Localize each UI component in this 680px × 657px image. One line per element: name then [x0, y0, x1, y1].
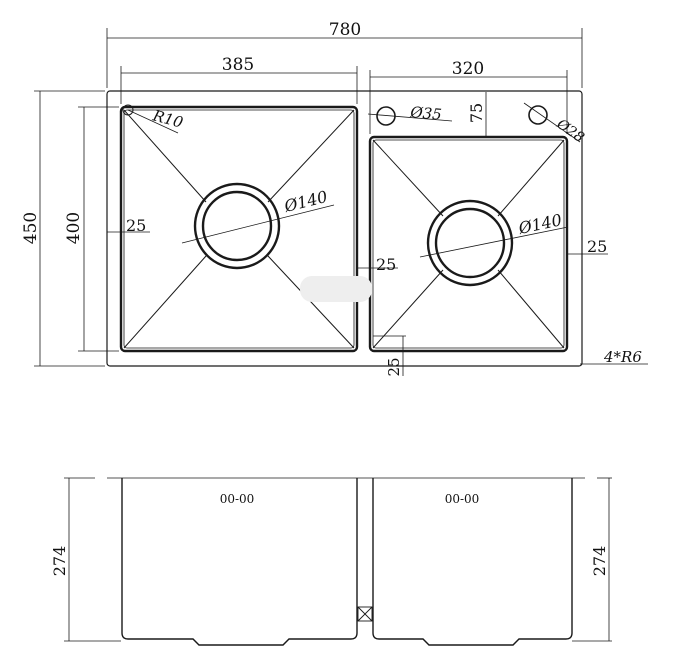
right-bowl-section	[372, 478, 573, 646]
left-bowl-section	[121, 478, 358, 646]
dim-overall-width: 780	[106, 20, 583, 88]
left-marking: 00-00	[220, 492, 255, 506]
label-tap-hole: Ø35	[409, 103, 443, 124]
label-drain-right: Ø140	[516, 210, 564, 238]
dim-left-bowl-depth: 400	[64, 106, 119, 352]
dim-bottom-offset: 25	[373, 335, 406, 377]
dim-overall-depth: 450	[21, 90, 105, 367]
dim-left-height: 274	[50, 478, 70, 641]
label-bottom-offset: 25	[385, 357, 403, 376]
dim-left-bowl-width: 385	[120, 55, 358, 104]
divider-detail	[357, 606, 373, 622]
left-drain	[193, 182, 281, 270]
right-drain	[426, 199, 514, 287]
accessory-hole	[528, 105, 548, 125]
label-drain-left: Ø140	[281, 187, 329, 216]
label-right-height: 274	[590, 546, 609, 577]
dim-right-bowl-offset: 75	[467, 92, 487, 136]
label-overall-depth: 450	[21, 212, 41, 244]
label-right-bowl-offset: 75	[467, 103, 486, 123]
label-outer-corners: 4*R6	[603, 348, 642, 366]
dim-right-bowl-width: 320	[369, 59, 568, 134]
right-marking: 00-00	[445, 492, 480, 506]
dim-right-height: 274	[590, 478, 610, 641]
watermark	[300, 276, 372, 302]
label-divider-gap: 25	[376, 255, 396, 274]
label-overall-width: 780	[329, 20, 361, 40]
top-view: 780 385 320 75 450	[21, 20, 648, 377]
label-left-bowl-width: 385	[222, 55, 254, 75]
label-left-bowl-depth: 400	[64, 212, 84, 244]
right-bowl	[368, 135, 569, 353]
side-view: 00-00 00-00 274 274	[50, 477, 612, 646]
left-bowl	[119, 105, 359, 353]
label-right-bowl-width: 320	[452, 59, 484, 79]
label-left-height: 274	[50, 546, 69, 577]
label-margin-left: 25	[126, 216, 146, 235]
sink-outline	[106, 90, 583, 367]
label-margin-right: 25	[587, 237, 607, 256]
corner-radius-marker	[122, 104, 134, 116]
